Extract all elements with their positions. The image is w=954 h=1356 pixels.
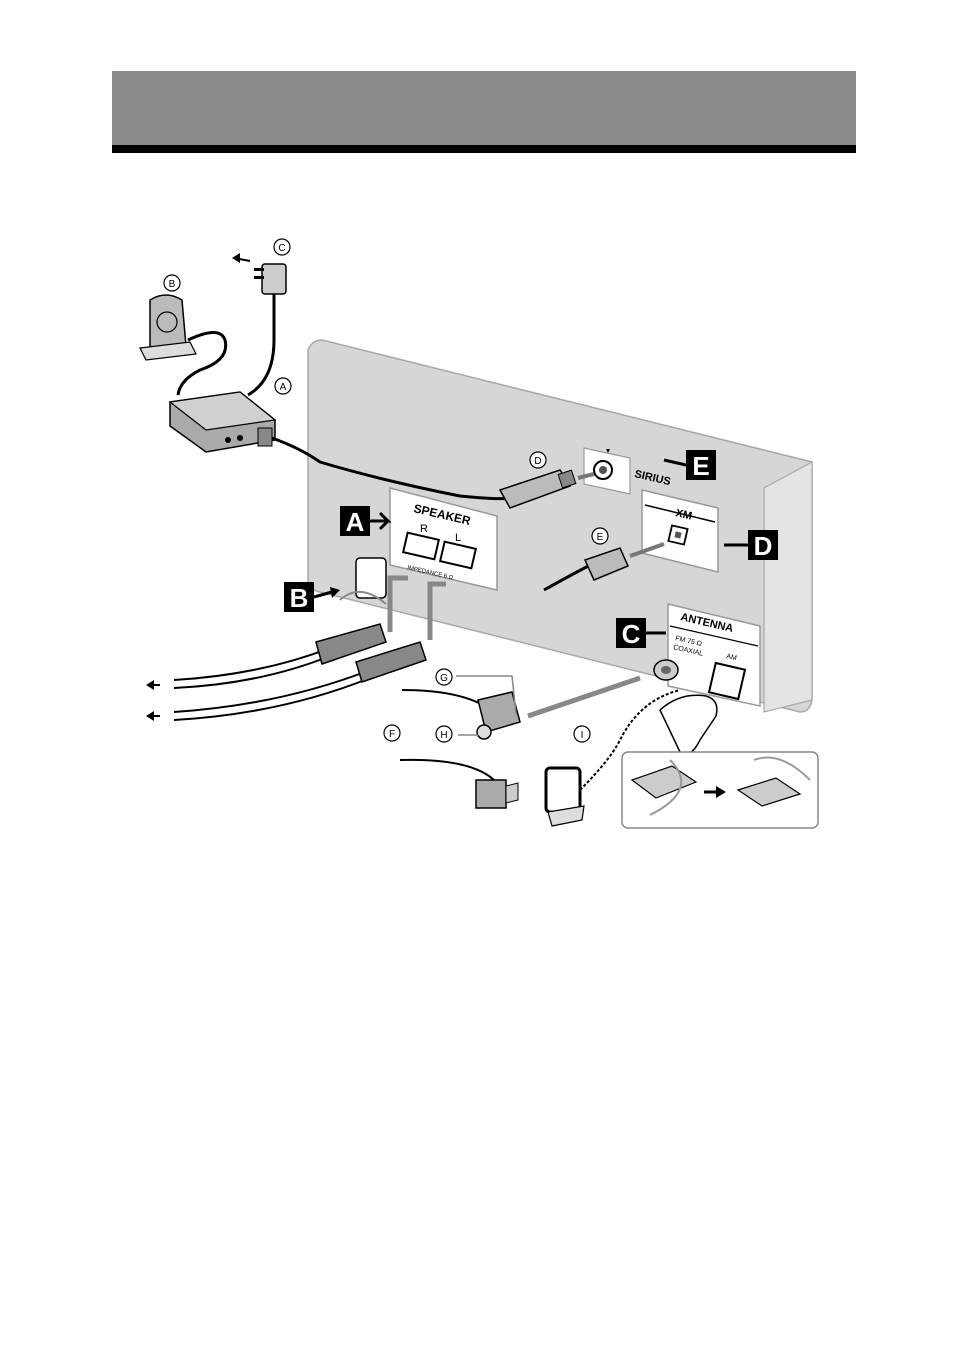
speaker-r-label: R xyxy=(420,523,428,535)
svg-text:F: F xyxy=(389,729,395,740)
circled-letter-i: I xyxy=(574,726,590,742)
circled-letter-d: D xyxy=(530,452,546,468)
svg-text:E: E xyxy=(692,451,709,481)
svg-text:D: D xyxy=(534,456,541,467)
svg-text:I: I xyxy=(581,730,584,741)
svg-text:C: C xyxy=(622,619,641,649)
circled-letter-f: F xyxy=(384,725,400,741)
svg-text:A: A xyxy=(280,382,287,393)
svg-text:A: A xyxy=(346,507,365,537)
svg-text:D: D xyxy=(754,531,773,561)
svg-text:C: C xyxy=(278,243,285,254)
svg-text:B: B xyxy=(169,279,176,290)
unit-side-edge xyxy=(764,462,812,712)
hand-illustration xyxy=(660,695,717,754)
circled-letter-b: B xyxy=(164,275,180,291)
circled-letter-a: A xyxy=(275,378,291,394)
circled-letter-c: C xyxy=(274,239,290,255)
am-terminal[interactable] xyxy=(709,663,745,699)
svg-text:E: E xyxy=(597,532,604,543)
svg-text:B: B xyxy=(290,583,309,613)
ac-adapter-plug xyxy=(232,253,286,395)
svg-text:G: G xyxy=(440,673,448,684)
speaker-l-label: L xyxy=(455,532,461,544)
circled-letter-h: H xyxy=(436,726,452,742)
fm-antenna-connector xyxy=(654,660,678,680)
satellite-antenna xyxy=(140,295,226,395)
circled-letter-e: E xyxy=(592,528,608,544)
inset-detail-box xyxy=(622,752,818,828)
fm-coaxial-cable xyxy=(400,676,640,808)
circled-letter-g: G xyxy=(436,669,452,685)
svg-text:H: H xyxy=(440,730,447,741)
